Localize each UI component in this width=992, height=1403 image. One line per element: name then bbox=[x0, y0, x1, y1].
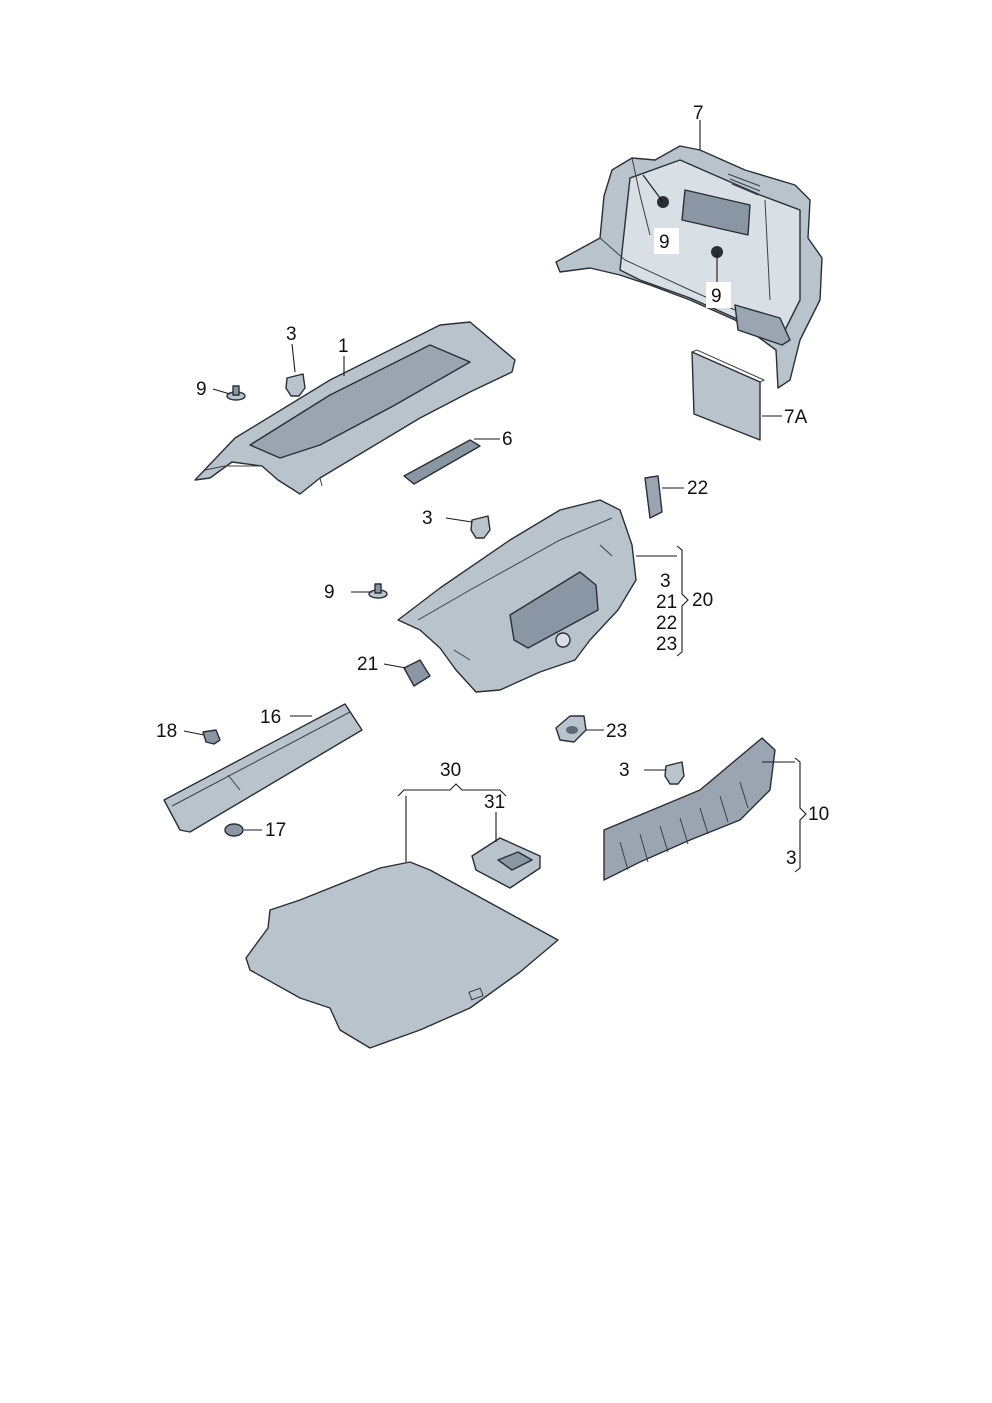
label-3c: 3 bbox=[619, 760, 630, 781]
label-31: 31 bbox=[484, 792, 505, 813]
leader-18 bbox=[183, 730, 205, 736]
label-18: 18 bbox=[156, 721, 177, 742]
part-23-hole bbox=[566, 726, 578, 734]
part-21-body bbox=[403, 659, 431, 687]
part-31-handle[interactable] bbox=[471, 837, 541, 889]
leader-3b bbox=[445, 517, 473, 523]
leader-21 bbox=[383, 663, 407, 669]
part-22-body bbox=[644, 475, 663, 519]
part-9a-stem bbox=[232, 385, 240, 396]
label-30: 30 bbox=[440, 760, 461, 781]
part-9-clip-d[interactable] bbox=[368, 583, 388, 599]
part-3-clip-c[interactable] bbox=[664, 761, 685, 785]
part-3-clip-a[interactable] bbox=[285, 373, 306, 397]
label-bg-9c bbox=[706, 282, 731, 308]
part-7-trunk-side-trim[interactable] bbox=[555, 145, 823, 389]
part-7-grille bbox=[727, 173, 761, 196]
leader-9a bbox=[212, 388, 231, 395]
part-10-body bbox=[603, 737, 776, 881]
label-16: 16 bbox=[260, 707, 281, 728]
part-10-ribs bbox=[619, 781, 749, 871]
bracket-10 bbox=[794, 757, 807, 873]
part-18-body bbox=[202, 729, 221, 745]
part-1-inset bbox=[249, 344, 471, 459]
label-3a: 3 bbox=[286, 324, 297, 345]
part-10-rear-panel[interactable] bbox=[603, 737, 776, 881]
part-22-clip[interactable] bbox=[644, 475, 663, 519]
part-20-lines bbox=[417, 517, 613, 661]
label-9b: 9 bbox=[659, 232, 670, 253]
group20-item-23: 23 bbox=[656, 634, 677, 655]
part-6-strip[interactable] bbox=[403, 439, 481, 485]
label-3b: 3 bbox=[422, 508, 433, 529]
group10-item-3: 3 bbox=[786, 848, 797, 869]
group20-item-3: 3 bbox=[660, 571, 671, 592]
part-20-hole bbox=[555, 632, 571, 648]
label-9c: 9 bbox=[711, 286, 722, 307]
label-22: 22 bbox=[687, 478, 708, 499]
part-20-inset bbox=[509, 571, 599, 649]
bracket-20 bbox=[676, 545, 689, 657]
label-7a: 7A bbox=[784, 407, 808, 428]
part-1-front-edge bbox=[194, 465, 323, 487]
label-9a: 9 bbox=[196, 379, 207, 400]
part-3b-body bbox=[470, 515, 491, 539]
part-30-floor-mat[interactable] bbox=[245, 861, 559, 1049]
label-17: 17 bbox=[265, 820, 286, 841]
label-20: 20 bbox=[692, 590, 713, 611]
label-21: 21 bbox=[357, 654, 378, 675]
part-16-edge bbox=[171, 711, 351, 807]
label-7: 7 bbox=[693, 103, 704, 124]
part-3c-body bbox=[664, 761, 685, 785]
part-7a-body bbox=[691, 351, 761, 441]
part-20-body bbox=[397, 499, 637, 693]
part-labels: 7 9 9 7A 1 3 9 6 22 3 9 3 21 22 23 20 21… bbox=[156, 103, 829, 869]
part-16-body bbox=[163, 703, 363, 833]
label-23: 23 bbox=[606, 721, 627, 742]
leader-3a bbox=[291, 343, 296, 373]
part-3a-body bbox=[285, 373, 306, 397]
leader-9b bbox=[642, 174, 664, 203]
part-7-recess bbox=[681, 189, 751, 236]
part-16-sill-strip[interactable] bbox=[163, 703, 363, 833]
part-7a-edge bbox=[691, 349, 766, 383]
label-1: 1 bbox=[338, 336, 349, 357]
label-bg-9b bbox=[654, 228, 679, 254]
part-17-nut[interactable] bbox=[224, 823, 244, 837]
leader-lines bbox=[183, 120, 807, 873]
group20-item-22: 22 bbox=[656, 613, 677, 634]
part-30-body bbox=[245, 861, 559, 1049]
bracket-30 bbox=[397, 783, 507, 797]
part-9d-stem bbox=[374, 583, 382, 594]
part-20-lid-trim[interactable] bbox=[397, 499, 637, 693]
part-9-clip-a[interactable] bbox=[226, 385, 246, 401]
part-6-body bbox=[403, 439, 481, 485]
label-9d: 9 bbox=[324, 582, 335, 603]
part-30-marker bbox=[468, 987, 484, 1001]
part-21-cap[interactable] bbox=[403, 659, 431, 687]
part-7-lower-box bbox=[734, 304, 791, 346]
part-23-handle[interactable] bbox=[555, 715, 587, 743]
label-6: 6 bbox=[502, 429, 513, 450]
label-10: 10 bbox=[808, 804, 829, 825]
part-3-clip-b[interactable] bbox=[470, 515, 491, 539]
part-31-grip bbox=[497, 851, 533, 871]
part-7a-cover-panel[interactable] bbox=[691, 349, 766, 441]
part-1-parcel-shelf[interactable] bbox=[194, 321, 516, 495]
part-17-body bbox=[224, 823, 244, 837]
group20-item-21: 21 bbox=[656, 592, 677, 613]
part-18-screw[interactable] bbox=[202, 729, 221, 745]
